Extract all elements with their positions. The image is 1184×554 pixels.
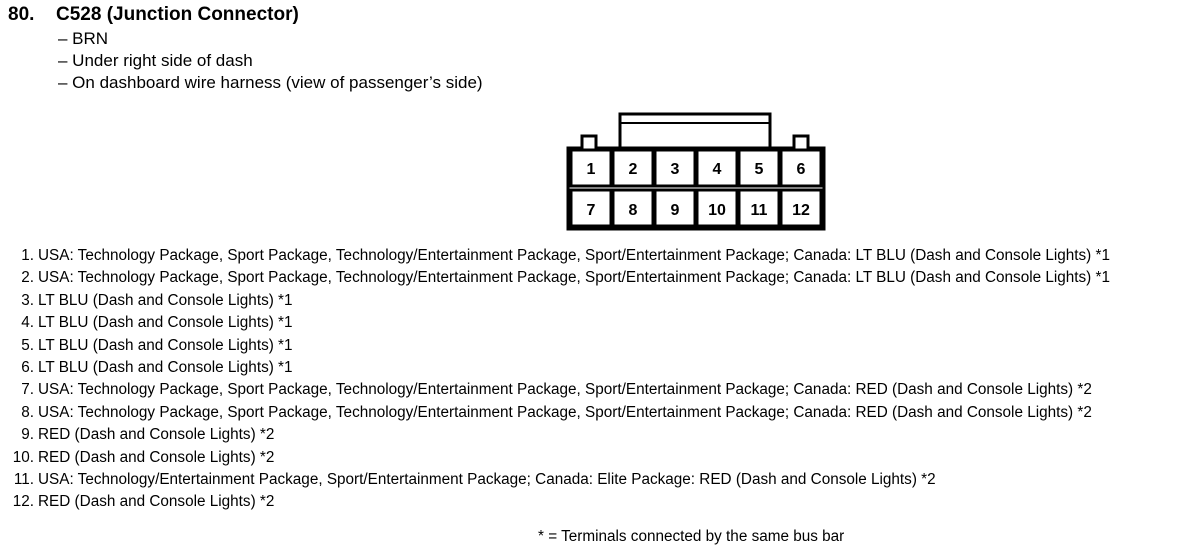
connector-diagram: 1 2 3 4 5 6 7 8 9 10 11 12	[566, 112, 826, 231]
terminal-label: 8	[629, 202, 638, 219]
connector-harness: – On dashboard wire harness (view of pas…	[58, 73, 483, 92]
pin-number: 4.	[21, 314, 34, 332]
pin-row: 12.RED (Dash and Console Lights) *2	[0, 491, 1110, 513]
connector-color: – BRN	[58, 29, 109, 48]
terminal-row-top: 1 2 3 4 5 6	[569, 148, 823, 188]
pin-description: USA: Technology Package, Sport Package, …	[38, 247, 1110, 264]
pin-description: USA: Technology Package, Sport Package, …	[38, 381, 1092, 399]
terminal-cavity	[569, 188, 613, 228]
terminal-cavity	[737, 188, 781, 228]
pin-row: 6.LT BLU (Dash and Console Lights) *1	[0, 357, 1110, 379]
terminal-label: 4	[713, 161, 722, 178]
connector-latch	[618, 112, 772, 150]
terminal-label: 12	[792, 202, 810, 219]
terminal-label: 9	[671, 202, 680, 219]
pin-number: 2.	[21, 269, 34, 287]
pin-number: 7.	[21, 381, 34, 399]
pin-description: LT BLU (Dash and Console Lights) *1	[38, 336, 293, 354]
pin-description: LT BLU (Dash and Console Lights) *1	[38, 359, 293, 377]
terminal-cavity	[653, 188, 697, 228]
terminal-cavity	[611, 188, 655, 228]
pin-row: 11.USA: Technology/Entertainment Package…	[0, 469, 1110, 491]
terminal-label: 2	[629, 161, 638, 178]
terminal-label: 7	[587, 202, 596, 219]
pin-description: RED (Dash and Console Lights) *2	[38, 493, 275, 511]
terminal-label: 6	[797, 161, 806, 178]
terminal-cavity	[779, 148, 823, 188]
connector-details: – BRN – Under right side of dash – On da…	[58, 28, 483, 94]
pin-row: 3.LT BLU (Dash and Console Lights) *1	[0, 290, 1110, 312]
connector-location: – Under right side of dash	[58, 51, 253, 70]
connector-title: C528 (Junction Connector)	[56, 4, 299, 25]
terminal-label: 10	[708, 202, 726, 219]
pin-number: 12.	[12, 493, 34, 511]
pin-number: 3.	[21, 291, 34, 309]
terminal-cavity	[569, 148, 613, 188]
pin-description: LT BLU (Dash and Console Lights) *1	[38, 314, 293, 332]
connector-number: 80.	[8, 4, 35, 25]
pin-description: RED (Dash and Console Lights) *2	[38, 426, 275, 444]
pin-description: USA: Technology/Entertainment Package, S…	[38, 471, 936, 489]
terminal-cavity	[695, 148, 739, 188]
pin-description: LT BLU (Dash and Console Lights) *1	[38, 291, 293, 309]
terminal-cavity	[653, 148, 697, 188]
terminal-label: 11	[751, 202, 768, 219]
pin-row: 2.USA: Technology Package, Sport Package…	[0, 267, 1110, 289]
pin-number: 1.	[21, 247, 34, 264]
pin-row: 8.USA: Technology Package, Sport Package…	[0, 402, 1110, 424]
pin-row: 9.RED (Dash and Console Lights) *2	[0, 424, 1110, 446]
pin-number: 6.	[21, 359, 34, 377]
terminal-row-bottom: 7 8 9 10 11 12	[569, 188, 823, 228]
pin-row: 4.LT BLU (Dash and Console Lights) *1	[0, 312, 1110, 334]
pin-row: 10.RED (Dash and Console Lights) *2	[0, 447, 1110, 469]
pin-description: USA: Technology Package, Sport Package, …	[38, 269, 1110, 287]
terminal-label: 1	[587, 161, 596, 178]
pin-row: 1.USA: Technology Package, Sport Package…	[0, 245, 1110, 267]
pin-row: 7.USA: Technology Package, Sport Package…	[0, 379, 1110, 401]
terminal-cavity	[611, 148, 655, 188]
terminal-label: 3	[671, 161, 680, 178]
terminal-cavity	[737, 148, 781, 188]
pin-description: USA: Technology Package, Sport Package, …	[38, 403, 1092, 421]
terminal-cavity	[779, 188, 823, 228]
pin-assignment-list: 1.USA: Technology Package, Sport Package…	[0, 245, 1110, 514]
pin-number: 10.	[12, 448, 34, 466]
terminal-label: 5	[755, 161, 764, 178]
bus-bar-footnote: * = Terminals connected by the same bus …	[538, 528, 845, 545]
pin-row: 5.LT BLU (Dash and Console Lights) *1	[0, 335, 1110, 357]
pin-description: RED (Dash and Console Lights) *2	[38, 448, 275, 466]
terminal-cavity	[695, 188, 739, 228]
pin-number: 8.	[21, 403, 34, 421]
pin-number: 5.	[21, 336, 34, 354]
pin-number: 11.	[13, 471, 34, 489]
connector-heading: 80. C528 (Junction Connector)	[8, 4, 299, 26]
pin-number: 9.	[21, 426, 34, 444]
